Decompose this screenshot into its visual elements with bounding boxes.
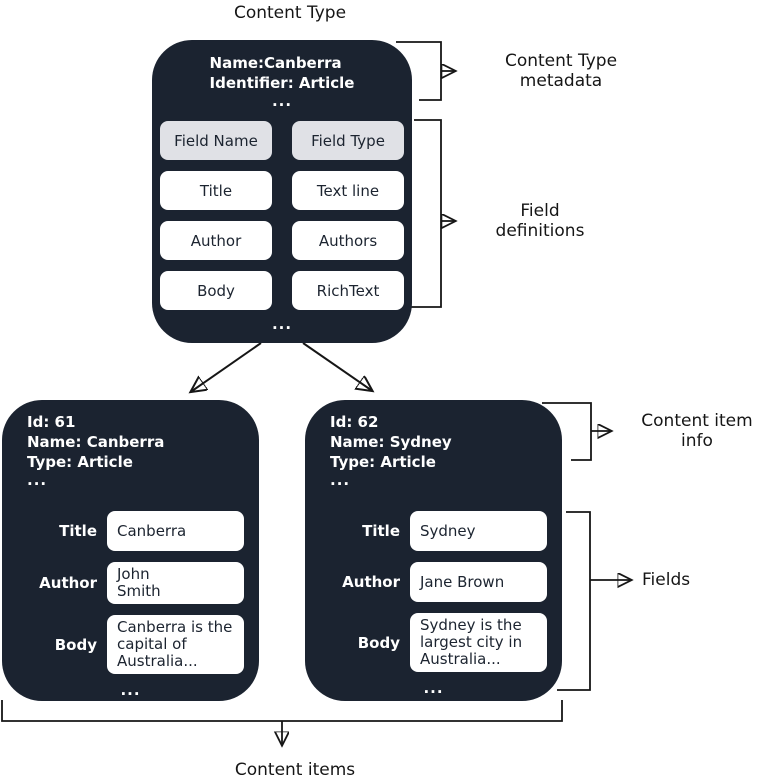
field-name-header-cell: Field Name	[160, 121, 272, 160]
field-name-cell-body: Body	[160, 271, 272, 310]
item-name: Name: Canberra	[27, 433, 165, 451]
annotation-content-items: Content items	[234, 760, 356, 780]
item-id: Id: 61	[27, 413, 76, 431]
field-type-cell-richtext: RichText	[292, 271, 404, 310]
field-label: Author	[39, 574, 97, 592]
item-62-fields: Title Sydney Author Jane Brown Body Sydn…	[305, 511, 562, 672]
item-61-fields: Title Canberra Author John Smith Body Ca…	[2, 511, 259, 674]
field-label: Body	[54, 635, 97, 654]
field-name-cell-author: Author	[160, 221, 272, 260]
item-info-ellipsis: ...	[27, 471, 48, 489]
item-type: Type: Article	[27, 453, 133, 471]
field-type-cell-authors: Authors	[292, 221, 404, 260]
content-type-box: Name:Canberra Identifier: Article ... Fi…	[152, 40, 412, 343]
field-type-cell-text-line: Text line	[292, 171, 404, 210]
field-value: Sydney	[410, 511, 547, 551]
field-row-author: Author Jane Brown	[305, 562, 562, 602]
item-footer-ellipsis: ...	[423, 679, 444, 697]
content-type-ellipsis: ...	[271, 92, 293, 110]
field-row-body: Body Sydney is the largest city in Austr…	[305, 613, 562, 672]
field-row-body: Body Canberra is the capital of Australi…	[2, 615, 259, 674]
field-definitions-bracket	[407, 119, 442, 308]
arrow-to-item-62	[302, 342, 371, 390]
item-footer-ellipsis: ...	[120, 681, 141, 699]
content-type-name: Name:Canberra	[209, 54, 342, 72]
content-items-bracket	[1, 700, 563, 722]
fields-bracket	[557, 511, 591, 691]
item-name: Name: Sydney	[330, 433, 452, 451]
item-62-info-block: Id: 62 Name: Sydney Type: Article ...	[305, 400, 562, 488]
field-value: Canberra is the capital of Australia...	[107, 615, 244, 674]
field-type-header-cell: Field Type	[292, 121, 404, 160]
diagram-title: Content Type	[233, 3, 347, 23]
field-row-author: Author John Smith	[2, 562, 259, 604]
field-row-title: Title Sydney	[305, 511, 562, 551]
field-name-cell-title: Title	[160, 171, 272, 210]
item-type: Type: Article	[330, 453, 436, 471]
field-label: Title	[362, 522, 400, 540]
field-label: Title	[59, 522, 97, 540]
content-type-identifier: Identifier: Article	[209, 74, 355, 92]
content-type-footer-ellipsis: ...	[271, 315, 293, 333]
annotation-fields: Fields	[642, 570, 691, 590]
field-value: Canberra	[107, 511, 244, 551]
field-value: John Smith	[107, 562, 244, 604]
arrow-to-item-61	[192, 342, 262, 391]
field-row-title: Title Canberra	[2, 511, 259, 551]
field-definitions-grid: Field Name Field Type Title Text line Au…	[160, 121, 404, 310]
content-item-box-61: Id: 61 Name: Canberra Type: Article ... …	[2, 400, 259, 701]
item-61-info-block: Id: 61 Name: Canberra Type: Article ...	[2, 400, 259, 488]
annotation-content-type-metadata: Content Type metadata	[504, 51, 618, 91]
content-item-box-62: Id: 62 Name: Sydney Type: Article ... Ti…	[305, 400, 562, 701]
item-info-ellipsis: ...	[330, 471, 351, 489]
annotation-content-item-info: Content item info	[641, 411, 753, 451]
annotation-field-definitions: Field definitions	[495, 201, 585, 241]
field-value: Jane Brown	[410, 562, 547, 602]
field-label: Author	[342, 573, 400, 591]
item-id: Id: 62	[330, 413, 379, 431]
field-value: Sydney is the largest city in Australia.…	[410, 613, 547, 672]
field-label: Body	[357, 633, 400, 652]
content-type-metadata-block: Name:Canberra Identifier: Article ...	[152, 53, 412, 109]
